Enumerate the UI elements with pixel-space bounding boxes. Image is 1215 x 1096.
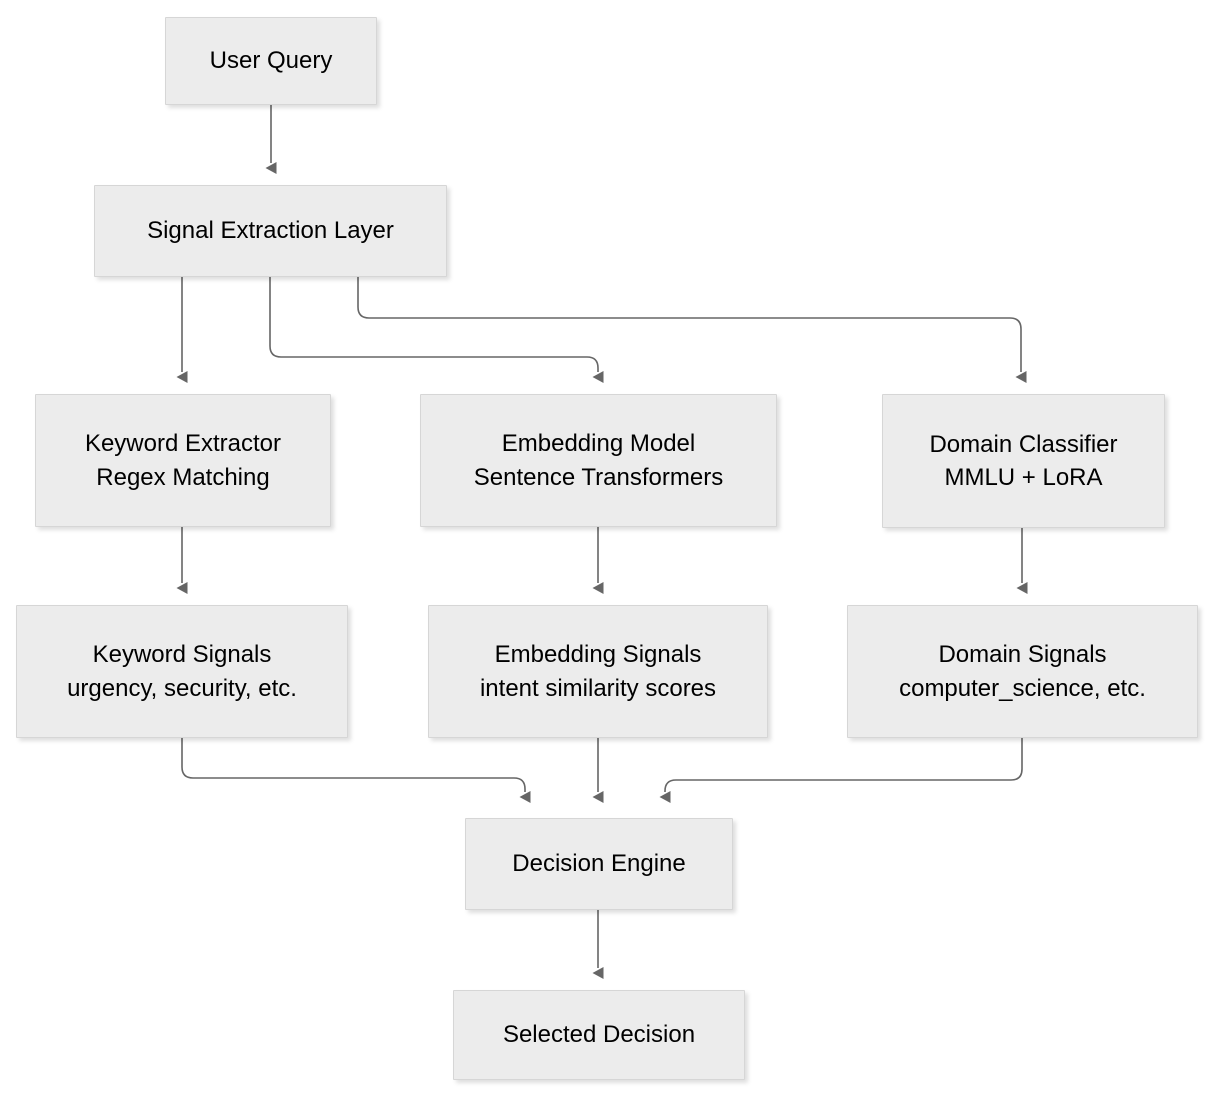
node-sublabel: computer_science, etc.: [899, 674, 1146, 702]
node-label: Embedding Signals: [494, 641, 702, 669]
edge-domain-signals-to-decision-engine: [659, 738, 1023, 803]
edge-keyword-signals-to-decision-engine: [181, 738, 531, 803]
node-sublabel: MMLU + LoRA: [944, 464, 1103, 491]
node-sublabel: intent similarity scores: [479, 674, 717, 702]
node-embedding-signals[interactable]: Embedding Signals intent similarity scor…: [428, 605, 768, 738]
node-sublabel: Regex Matching: [96, 463, 270, 491]
node-decision-engine[interactable]: Decision Engine: [465, 818, 733, 910]
node-label: Keyword Extractor: [84, 430, 282, 458]
node-label: Selected Decision: [502, 1021, 696, 1049]
node-keyword-extractor[interactable]: Keyword Extractor Regex Matching: [35, 394, 331, 527]
edge-signal-extraction-to-embedding-model: [269, 277, 604, 383]
node-label: User Query: [209, 47, 333, 75]
node-label: Signal Extraction Layer: [147, 217, 394, 245]
node-label: Domain Signals: [938, 641, 1107, 669]
node-sublabel: Sentence Transformers: [473, 463, 724, 491]
node-label: Embedding Model: [501, 430, 696, 458]
node-domain-signals[interactable]: Domain Signals computer_science, etc.: [847, 605, 1198, 738]
node-label: Domain Classifier: [929, 430, 1118, 458]
node-label: Decision Engine: [512, 850, 686, 878]
node-domain-classifier[interactable]: Domain Classifier MMLU + LoRA: [882, 394, 1165, 528]
node-user-query[interactable]: User Query: [165, 17, 377, 105]
node-keyword-signals[interactable]: Keyword Signals urgency, security, etc.: [16, 605, 348, 738]
node-embedding-model[interactable]: Embedding Model Sentence Transformers: [420, 394, 777, 527]
edge-signal-extraction-to-domain-classifier: [357, 277, 1027, 383]
node-label: Keyword Signals: [92, 641, 272, 669]
node-sublabel: urgency, security, etc.: [67, 674, 297, 702]
node-signal-extraction-layer[interactable]: Signal Extraction Layer: [94, 185, 447, 277]
node-selected-decision[interactable]: Selected Decision: [453, 990, 745, 1080]
